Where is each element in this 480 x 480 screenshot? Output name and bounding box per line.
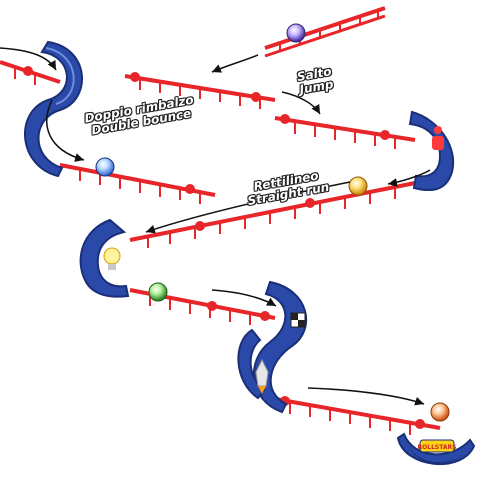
right-bend-piece — [408, 110, 455, 191]
track-segment-entry — [0, 60, 61, 85]
left-bend-piece — [79, 218, 130, 298]
svg-text:ROLLSTARS: ROLLSTARS — [418, 444, 457, 451]
marble-green — [148, 282, 168, 302]
track-segment-straight-run — [129, 181, 416, 248]
lightbulb-icon — [103, 247, 121, 270]
marble-yellow — [348, 176, 368, 196]
motion-arrows — [0, 47, 431, 406]
marble-blue — [95, 157, 115, 177]
double-bounce-piece — [24, 40, 83, 178]
marble-purple — [286, 23, 306, 43]
finish-bowl-piece: ROLLSTARS — [396, 432, 476, 466]
track-segment-jump-start — [124, 72, 276, 109]
track-segment-double-bounce-exit — [59, 163, 216, 204]
lower-double-curve-piece — [237, 280, 308, 414]
track-segment-top — [264, 6, 386, 58]
rollstars-logo: ROLLSTARS — [418, 439, 457, 453]
marble-orange — [430, 402, 450, 422]
checkered-flag-icon — [290, 312, 306, 328]
mouse-icon — [432, 126, 444, 150]
track-segment-jump-landing — [274, 114, 416, 149]
rocket-icon — [255, 358, 269, 394]
